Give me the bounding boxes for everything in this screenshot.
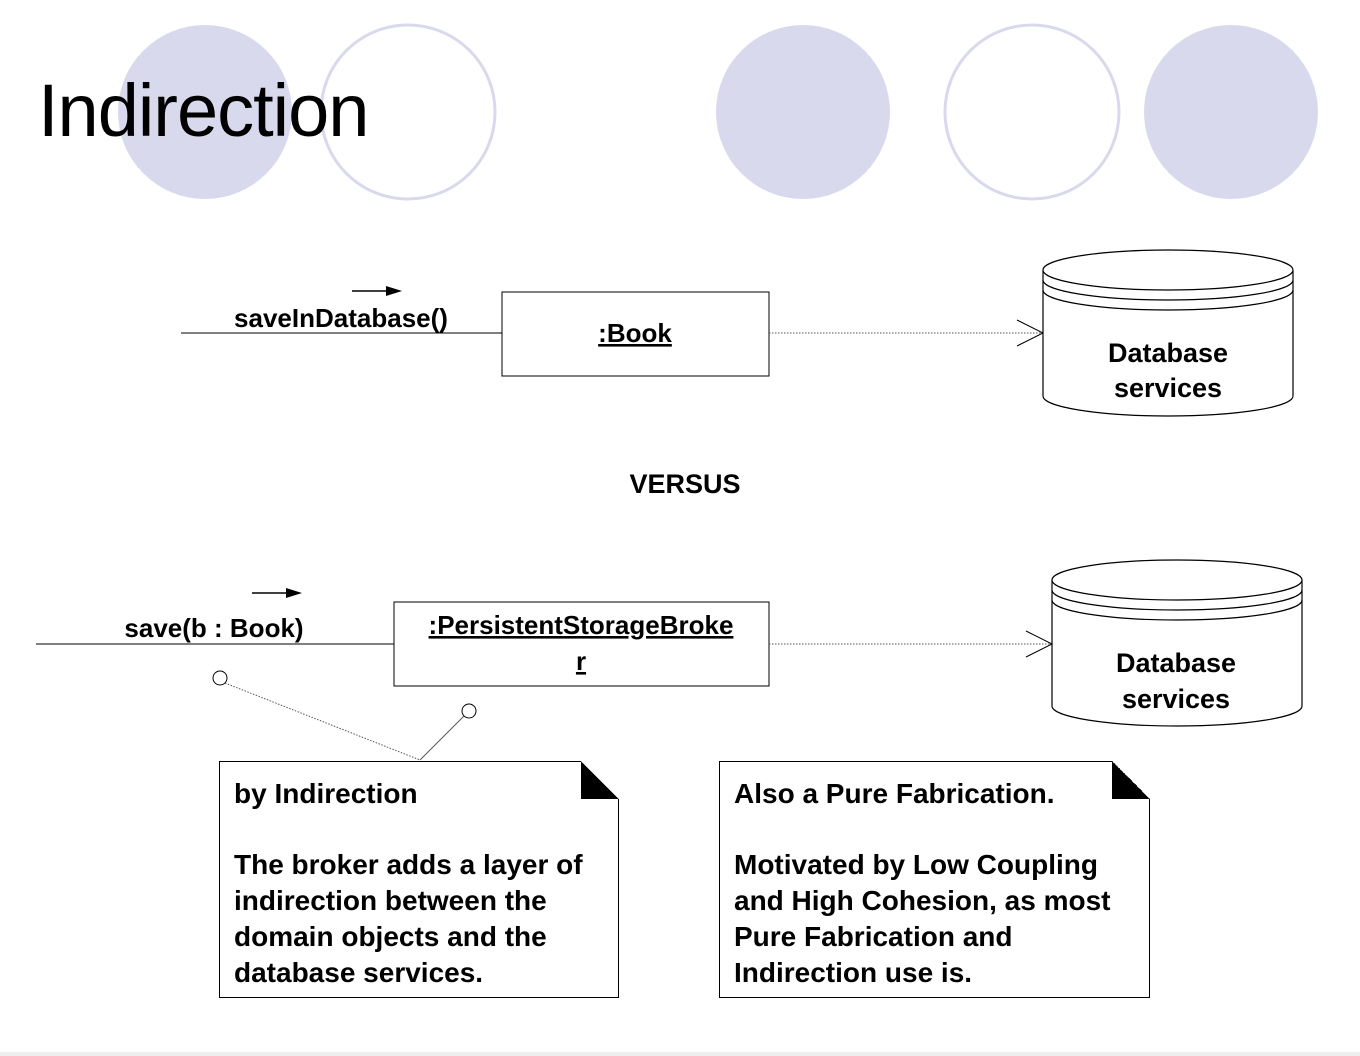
bottom-database-label-line1: Database <box>1116 648 1236 678</box>
decor-circle-outline <box>319 23 497 201</box>
bottom-message-arrow <box>252 588 302 598</box>
bottom-database-cylinder <box>1051 559 1303 727</box>
note-anchor-lines <box>212 670 477 761</box>
top-database-cylinder <box>1042 249 1294 417</box>
pure-fabrication-note: Also a Pure Fabrication. Motivated by Lo… <box>719 761 1150 998</box>
top-message-label: saveInDatabase() <box>234 303 448 333</box>
slide-bottom-edge <box>0 1052 1360 1056</box>
note-body: Motivated by Low Coupling and High Cohes… <box>734 849 1111 988</box>
note-body: The broker adds a layer of indirection b… <box>234 849 583 988</box>
note-fold-corner <box>581 761 619 799</box>
note-heading: Also a Pure Fabrication. <box>734 778 1055 809</box>
decor-circle-filled <box>118 25 292 199</box>
broker-object-label-line1: :PersistentStorageBroke <box>429 610 734 640</box>
decor-circle-filled <box>716 25 890 199</box>
note-heading: by Indirection <box>234 778 418 809</box>
bottom-database-label-line2: services <box>1122 684 1230 714</box>
bottom-message-label: save(b : Book) <box>124 613 303 643</box>
decorative-circles <box>118 23 1318 201</box>
note-anchor-circle <box>212 670 228 686</box>
decor-circle-outline <box>943 23 1121 201</box>
decor-circle-filled <box>1144 25 1318 199</box>
top-database-label-line2: services <box>1114 373 1222 403</box>
top-message-arrow <box>352 286 402 296</box>
bottom-diagram: save(b : Book) :PersistentStorageBroke r… <box>36 559 1303 761</box>
indirection-note: by Indirection The broker adds a layer o… <box>219 761 619 998</box>
book-object-label: :Book <box>598 318 672 348</box>
book-object-box <box>501 291 770 377</box>
note-anchor-circle <box>461 703 477 719</box>
top-database-label-line1: Database <box>1108 338 1228 368</box>
top-diagram: saveInDatabase() :Book Database services <box>181 249 1294 417</box>
broker-object-label-line2: r <box>576 646 586 676</box>
versus-label: VERSUS <box>629 469 740 499</box>
note-fold-corner <box>1112 761 1150 799</box>
slide-title: Indirection <box>38 69 369 152</box>
